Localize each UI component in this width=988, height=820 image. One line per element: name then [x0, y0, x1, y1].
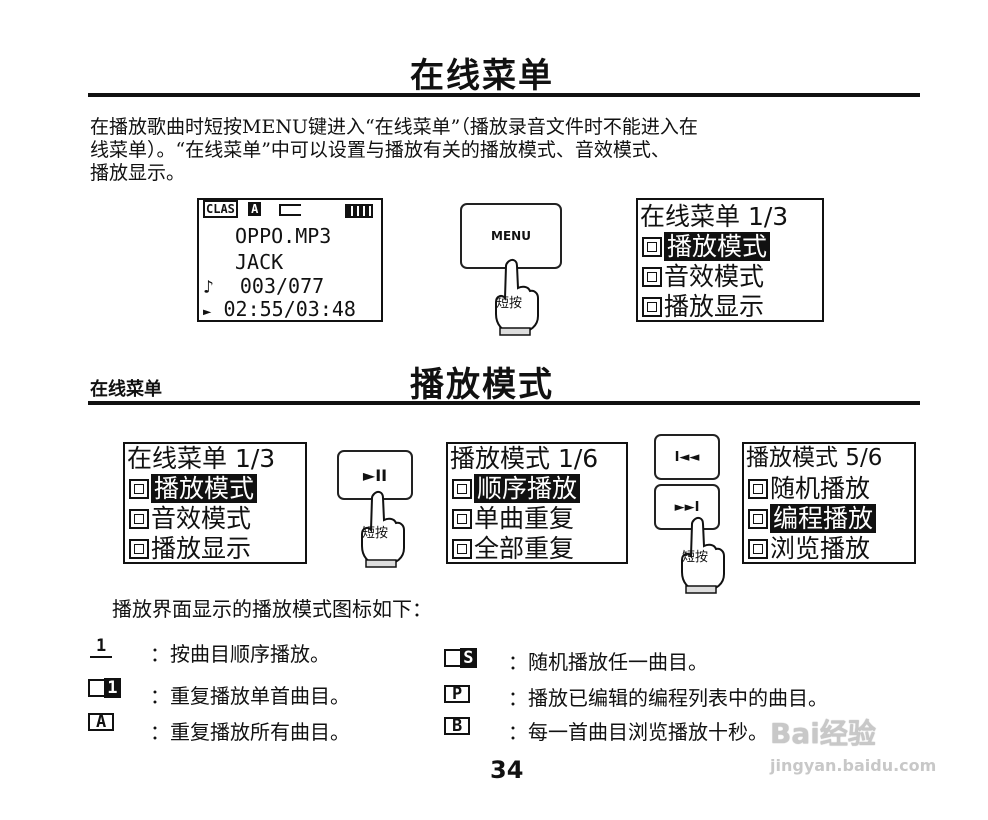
legend-text: ：按曲目顺序播放。 — [150, 642, 330, 666]
track-counter: 003/077 — [239, 274, 325, 298]
pointing-hand-icon: 短按 — [676, 516, 728, 594]
menu-item-shuffle[interactable]: 随机播放 — [744, 474, 914, 503]
file-name: OPPO.MP3 — [235, 224, 332, 248]
watermark: Bai经验 jingyan.baidu.com — [770, 712, 936, 775]
checkbox-icon — [452, 509, 472, 529]
legend-text: ：重复播放所有曲目。 — [150, 720, 350, 744]
online-menu-screen: 在线菜单 1/3 播放模式 音效模式 播放显示 — [636, 198, 824, 322]
legend-text: ：播放已编辑的编程列表中的曲目。 — [508, 686, 828, 710]
section-title: 在线菜单 — [410, 56, 554, 96]
intro-line: 在播放歌曲时短按MENU键进入“在线菜单”（播放录音文件时不能进入在 — [90, 116, 698, 138]
menu-item-display[interactable]: 播放显示 — [125, 534, 305, 563]
player-screen: CLAS A OPPO.MP3 JACK ♪ 003/077 ► 02:55/0… — [197, 198, 383, 322]
play-mode-menu-screen: 播放模式 1/6 顺序播放 单曲重复 全部重复 — [446, 442, 628, 564]
play-mode-icon — [642, 237, 662, 257]
music-note-icon: ♪ — [203, 277, 214, 298]
display-icon — [129, 539, 149, 559]
legend-text: ：随机播放任一曲目。 — [508, 650, 708, 674]
menu-header: 在线菜单 1/3 — [127, 444, 276, 473]
legend-intro: 播放界面显示的播放模式图标如下： — [112, 597, 432, 621]
repeat-all-icon: A — [88, 712, 115, 732]
menu-item-repeat-all[interactable]: 全部重复 — [448, 534, 626, 563]
program-icon — [748, 509, 768, 529]
menu-header: 播放模式 5/6 — [746, 445, 883, 471]
program-icon: P — [444, 684, 471, 704]
time-readout: 02:55/03:48 — [223, 297, 356, 321]
menu-button-label: MENU — [491, 229, 531, 243]
display-icon — [642, 297, 662, 317]
menu-item-play-mode[interactable]: 播放模式 — [638, 232, 822, 261]
repeat-one-icon: 1 — [88, 678, 121, 698]
legend-text: ：重复播放单首曲目。 — [150, 684, 350, 708]
divider — [88, 93, 920, 97]
menu-item-sound-mode[interactable]: 音效模式 — [125, 504, 305, 533]
page-number: 34 — [490, 756, 524, 784]
next-icon: ►►I — [674, 499, 700, 515]
intro-line: 播放显示。 — [90, 162, 186, 184]
section-title: 播放模式 — [410, 365, 554, 405]
previous-button[interactable]: I◄◄ — [654, 434, 720, 480]
shuffle-icon: S — [444, 648, 477, 668]
menu-item-sequential[interactable]: 顺序播放 — [448, 474, 626, 503]
section-crumb: 在线菜单 — [90, 379, 162, 400]
play-mode-icon — [129, 479, 149, 499]
browse-icon: B — [444, 716, 471, 736]
menu-item-browse[interactable]: 浏览播放 — [744, 534, 914, 563]
menu-item-sound-mode[interactable]: 音效模式 — [638, 262, 822, 291]
menu-header: 在线菜单 1/3 — [640, 202, 789, 231]
sound-mode-icon — [642, 267, 662, 287]
online-menu-screen: 在线菜单 1/3 播放模式 音效模式 播放显示 — [123, 442, 307, 564]
legend-text: ：每一首曲目浏览播放十秒。 — [508, 720, 768, 744]
browse-icon — [748, 539, 768, 559]
sequential-icon: 1 — [90, 636, 113, 658]
press-label: 短按 — [682, 550, 709, 565]
watermark-logo: Bai经验 — [770, 717, 876, 750]
mode-badge: A — [248, 202, 262, 216]
menu-button[interactable]: MENU — [460, 203, 562, 269]
press-label: 短按 — [496, 296, 523, 311]
sequential-icon — [452, 479, 472, 499]
press-label: 短按 — [362, 526, 389, 541]
repeat-all-icon — [452, 539, 472, 559]
sound-mode-icon — [129, 509, 149, 529]
previous-icon: I◄◄ — [674, 449, 700, 465]
divider — [88, 401, 920, 405]
pointing-hand-icon: 短按 — [356, 490, 408, 568]
play-pause-icon: ►II — [362, 465, 388, 485]
pointing-hand-icon: 短按 — [490, 258, 542, 336]
menu-header: 播放模式 1/6 — [450, 444, 599, 473]
play-state-icon: ► — [203, 304, 212, 320]
battery-icon — [345, 204, 373, 218]
menu-item-repeat-one[interactable]: 单曲重复 — [448, 504, 626, 533]
intro-paragraph: 在播放歌曲时短按MENU键进入“在线菜单”（播放录音文件时不能进入在 线菜单）。… — [90, 116, 930, 185]
watermark-url: jingyan.baidu.com — [770, 756, 937, 775]
next-button[interactable]: ►►I — [654, 484, 720, 530]
shuffle-icon — [748, 479, 768, 499]
menu-item-program[interactable]: 编程播放 — [744, 504, 914, 533]
menu-item-display[interactable]: 播放显示 — [638, 292, 822, 321]
repeat-one-icon — [278, 204, 301, 216]
eq-badge: CLAS — [203, 200, 238, 218]
menu-item-play-mode[interactable]: 播放模式 — [125, 474, 305, 503]
artist-name: JACK — [235, 250, 284, 274]
intro-line: 线菜单）。“在线菜单”中可以设置与播放有关的播放模式、音效模式、 — [90, 139, 670, 161]
play-mode-menu-screen: 播放模式 5/6 随机播放 编程播放 浏览播放 — [742, 442, 916, 564]
